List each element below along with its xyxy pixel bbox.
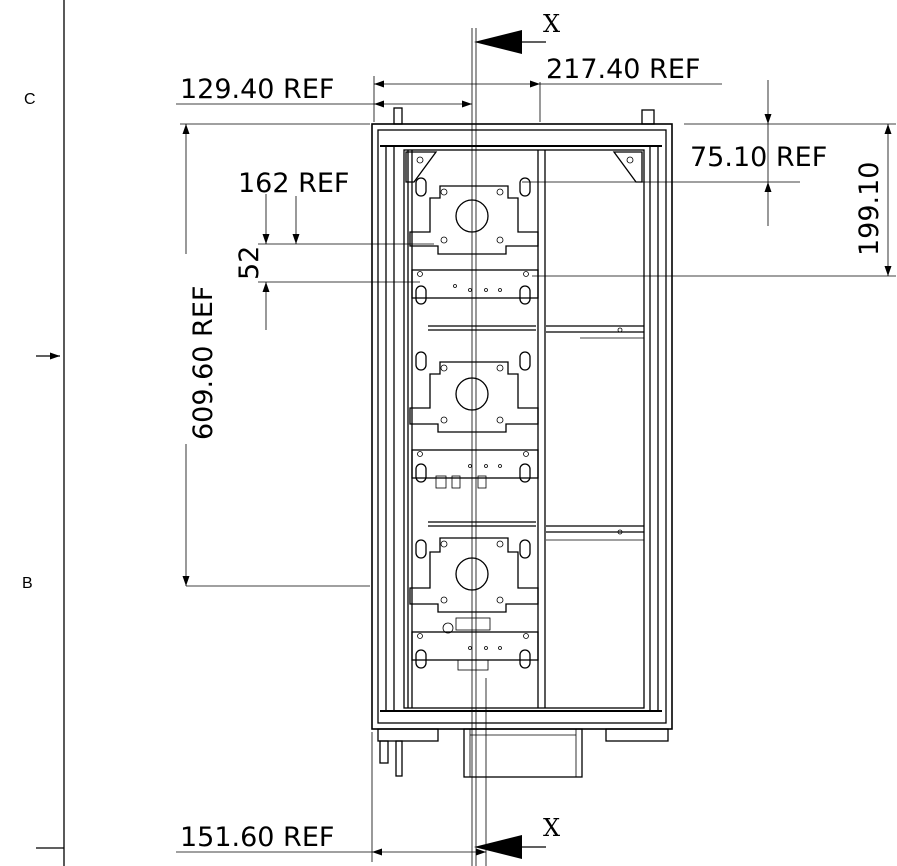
- zone-label-b: B: [22, 575, 33, 592]
- dimension-label-52: 52: [234, 246, 265, 280]
- section-line: [471, 28, 546, 866]
- dimension-label-151-60: 151.60 REF: [180, 822, 334, 853]
- dimension-label-75-10: 75.10 REF: [690, 142, 827, 173]
- dimension-609-60: [182, 124, 370, 587]
- dimension-199-10: [532, 124, 896, 277]
- cabinet-frame: [371, 107, 673, 778]
- dimension-162: [258, 196, 434, 245]
- dimension-151-60: [176, 732, 486, 862]
- mounting-plates: [409, 177, 539, 671]
- dimension-75-10: [522, 80, 896, 226]
- section-label-bottom: X: [543, 814, 560, 842]
- dimension-label-129-40: 129.40 REF: [180, 74, 334, 105]
- dimension-52: [258, 194, 420, 330]
- dimension-label-162: 162 REF: [238, 168, 349, 199]
- section-label-top: X: [543, 10, 560, 38]
- dimension-217-40: [374, 80, 722, 122]
- drawing-border: [36, 0, 65, 866]
- dimension-label-217-40: 217.40 REF: [546, 54, 700, 85]
- dimension-label-609-60: 609.60 REF: [188, 286, 219, 440]
- zone-label-c: C: [24, 91, 36, 108]
- dimension-label-199-10: 199.10: [854, 162, 885, 256]
